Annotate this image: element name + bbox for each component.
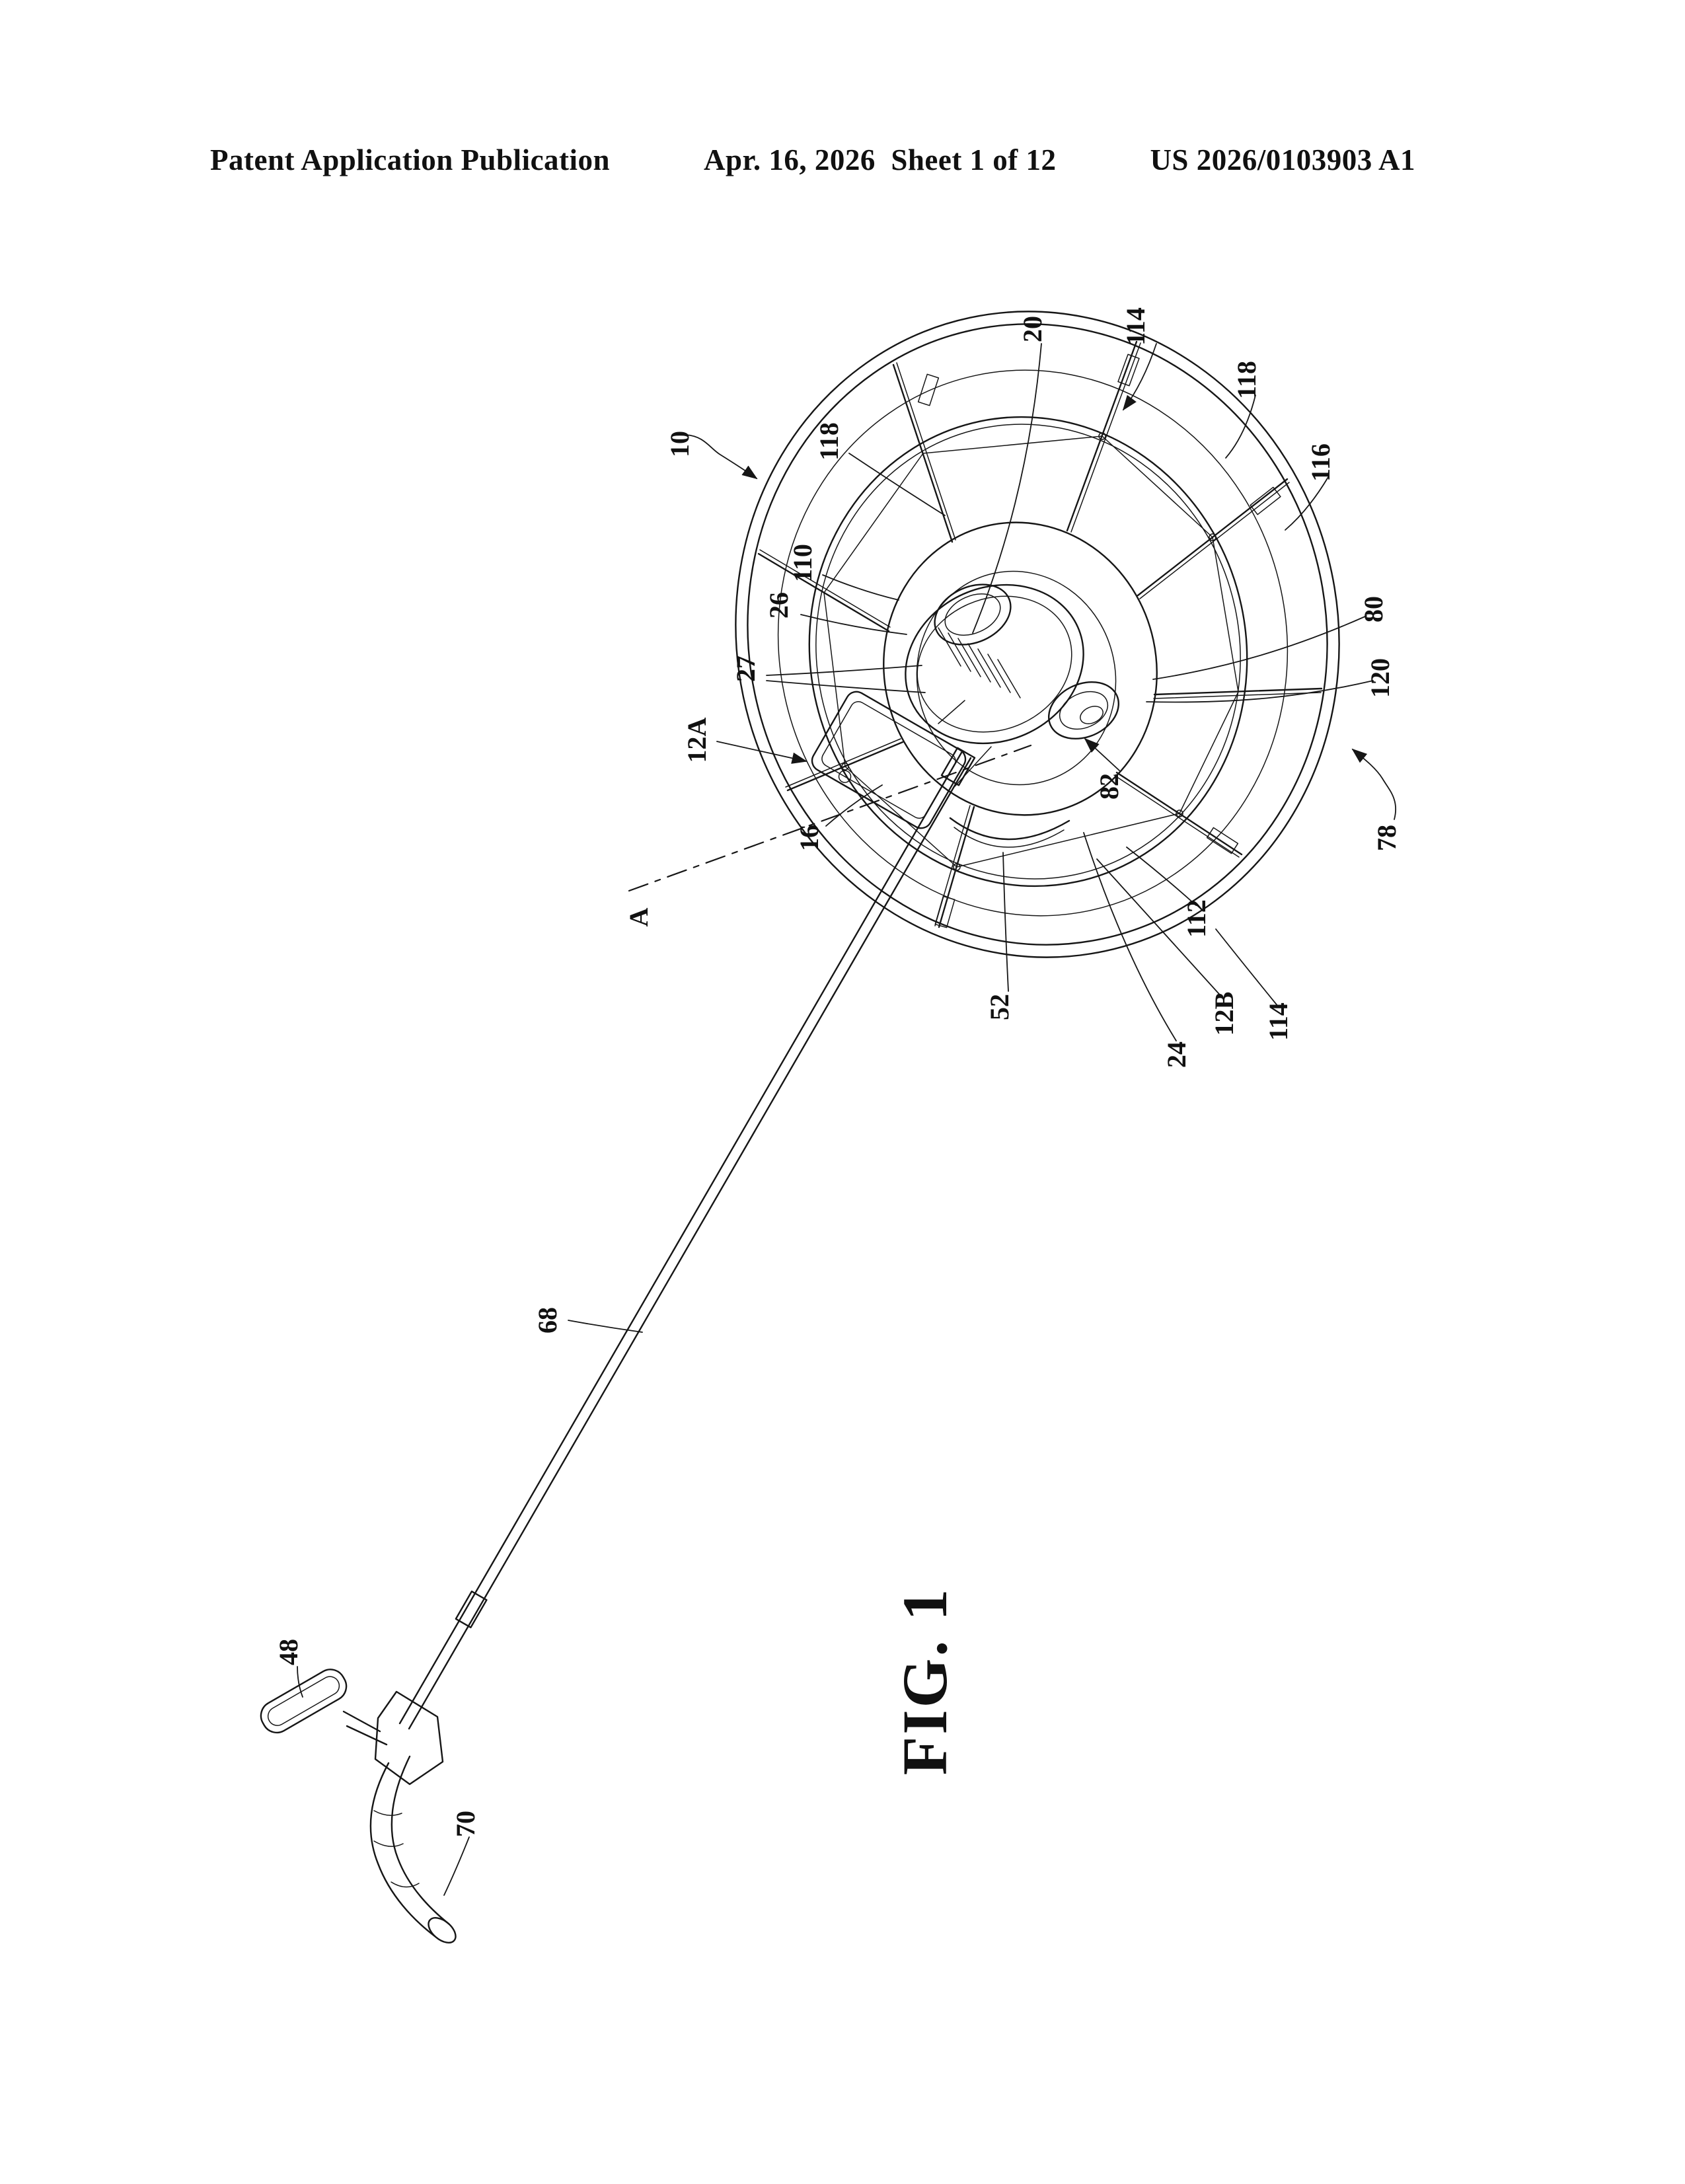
ref-label-52: 52 (985, 994, 1014, 1020)
battery-pack (811, 691, 967, 829)
leader-10 (685, 434, 758, 480)
ref-label-82: 82 (1094, 773, 1124, 800)
shaft (398, 747, 976, 1730)
leader-27a (766, 665, 922, 676)
header-publication-number: US 2026/0103903 A1 (1150, 143, 1415, 176)
front-handle (260, 1669, 388, 1746)
ref-label-120: 120 (1365, 658, 1395, 698)
ref-label-118-left: 118 (814, 422, 844, 461)
ref-label-48: 48 (274, 1639, 303, 1665)
leader-78 (1351, 748, 1397, 820)
ref-label-16: 16 (794, 825, 824, 851)
motor-housing (905, 584, 1084, 745)
motor-head (905, 584, 1120, 848)
ref-label-110: 110 (788, 544, 817, 582)
ref-label-12A: 12A (682, 717, 712, 763)
ref-label-20: 20 (1018, 316, 1047, 342)
motor-housing-inner (917, 595, 1072, 733)
ref-label-27: 27 (731, 656, 761, 682)
reference-labels: 10 20 114 118 116 118 110 26 27 12A 16 A… (274, 307, 1402, 1837)
leader-82 (1084, 737, 1120, 771)
ref-label-A: A (624, 907, 654, 926)
guard-brackets (841, 354, 1281, 928)
ref-label-10: 10 (665, 431, 694, 457)
leader-114-bottom (1215, 928, 1279, 1008)
header-publication-text: Patent Application Publication (210, 143, 611, 176)
spindle-shaft-end (1080, 706, 1104, 724)
leader-48 (297, 1666, 303, 1698)
leader-12B (1096, 858, 1224, 1000)
leader-68 (568, 1320, 643, 1333)
leader-52 (1002, 852, 1009, 992)
ref-label-116: 116 (1306, 443, 1335, 482)
figure-caption: FIG. 1 (889, 1587, 960, 1776)
leader-27b (766, 680, 926, 693)
handle-assembly (260, 1669, 457, 1943)
guard-mid-ring (777, 369, 1289, 917)
rear-grip (369, 1755, 457, 1943)
guard-hub-ring-inner (916, 570, 1117, 786)
guard-rim-outer (735, 311, 1340, 958)
page-header: Patent Application Publication Apr. 16, … (210, 143, 1415, 177)
leader-116 (1285, 476, 1329, 531)
ref-label-78: 78 (1372, 825, 1402, 851)
lower-guard-loop-inner (954, 827, 1065, 848)
leader-80 (1152, 615, 1367, 680)
leader-24 (1083, 832, 1177, 1041)
leader-112 (1126, 847, 1197, 906)
ref-label-70: 70 (451, 1811, 480, 1837)
guard-facet-panels (823, 435, 1239, 868)
ref-label-26: 26 (764, 592, 794, 619)
guard-cone-ring-inner (815, 424, 1241, 880)
ref-label-118-right: 118 (1232, 361, 1261, 399)
battery-latch (838, 770, 852, 783)
ref-label-24: 24 (1162, 1041, 1191, 1068)
ref-label-112: 112 (1181, 899, 1211, 938)
spindle-spool-inner (1059, 691, 1109, 730)
battery-joint-line-1 (938, 700, 965, 724)
handle-junction (374, 1690, 444, 1786)
guard-disc (735, 311, 1340, 958)
motor-top-cap-inner (944, 593, 1001, 636)
leader-118-left (848, 453, 946, 516)
ref-label-68: 68 (533, 1307, 562, 1334)
leader-70 (443, 1836, 470, 1896)
guard-rim-inner (747, 323, 1328, 946)
leader-114-top (1122, 343, 1157, 411)
front-handle-grip-inner (267, 1676, 340, 1726)
ref-label-80: 80 (1359, 596, 1388, 622)
leader-20 (972, 343, 1042, 634)
motor-vent-slots (938, 627, 1021, 698)
front-handle-grip (260, 1669, 348, 1734)
leader-118-right (1225, 395, 1256, 459)
grip-end-cap (428, 1917, 457, 1943)
leader-110 (822, 574, 899, 601)
leader-16 (825, 784, 883, 827)
leader-lines (297, 343, 1397, 1896)
spindle-spool (1047, 681, 1120, 740)
guard-cone-ring-outer (808, 416, 1248, 887)
shaft-coupling (455, 1591, 488, 1628)
ref-label-12B: 12B (1209, 992, 1239, 1036)
motor-top-cap (934, 584, 1012, 646)
ref-label-114-top: 114 (1121, 307, 1150, 346)
battery-joint-line-2 (954, 746, 992, 787)
leader-120 (1146, 680, 1374, 703)
leader-12A (716, 741, 807, 764)
lower-guard-loop (949, 817, 1070, 841)
header-date-sheet-text: Apr. 16, 2026 Sheet 1 of 12 (703, 143, 1057, 176)
shaft-head-collar (940, 747, 976, 786)
guard-hub-ring (883, 521, 1158, 816)
leader-26 (800, 614, 907, 635)
ref-label-114-bottom: 114 (1263, 1002, 1293, 1041)
battery-outline (811, 691, 967, 829)
